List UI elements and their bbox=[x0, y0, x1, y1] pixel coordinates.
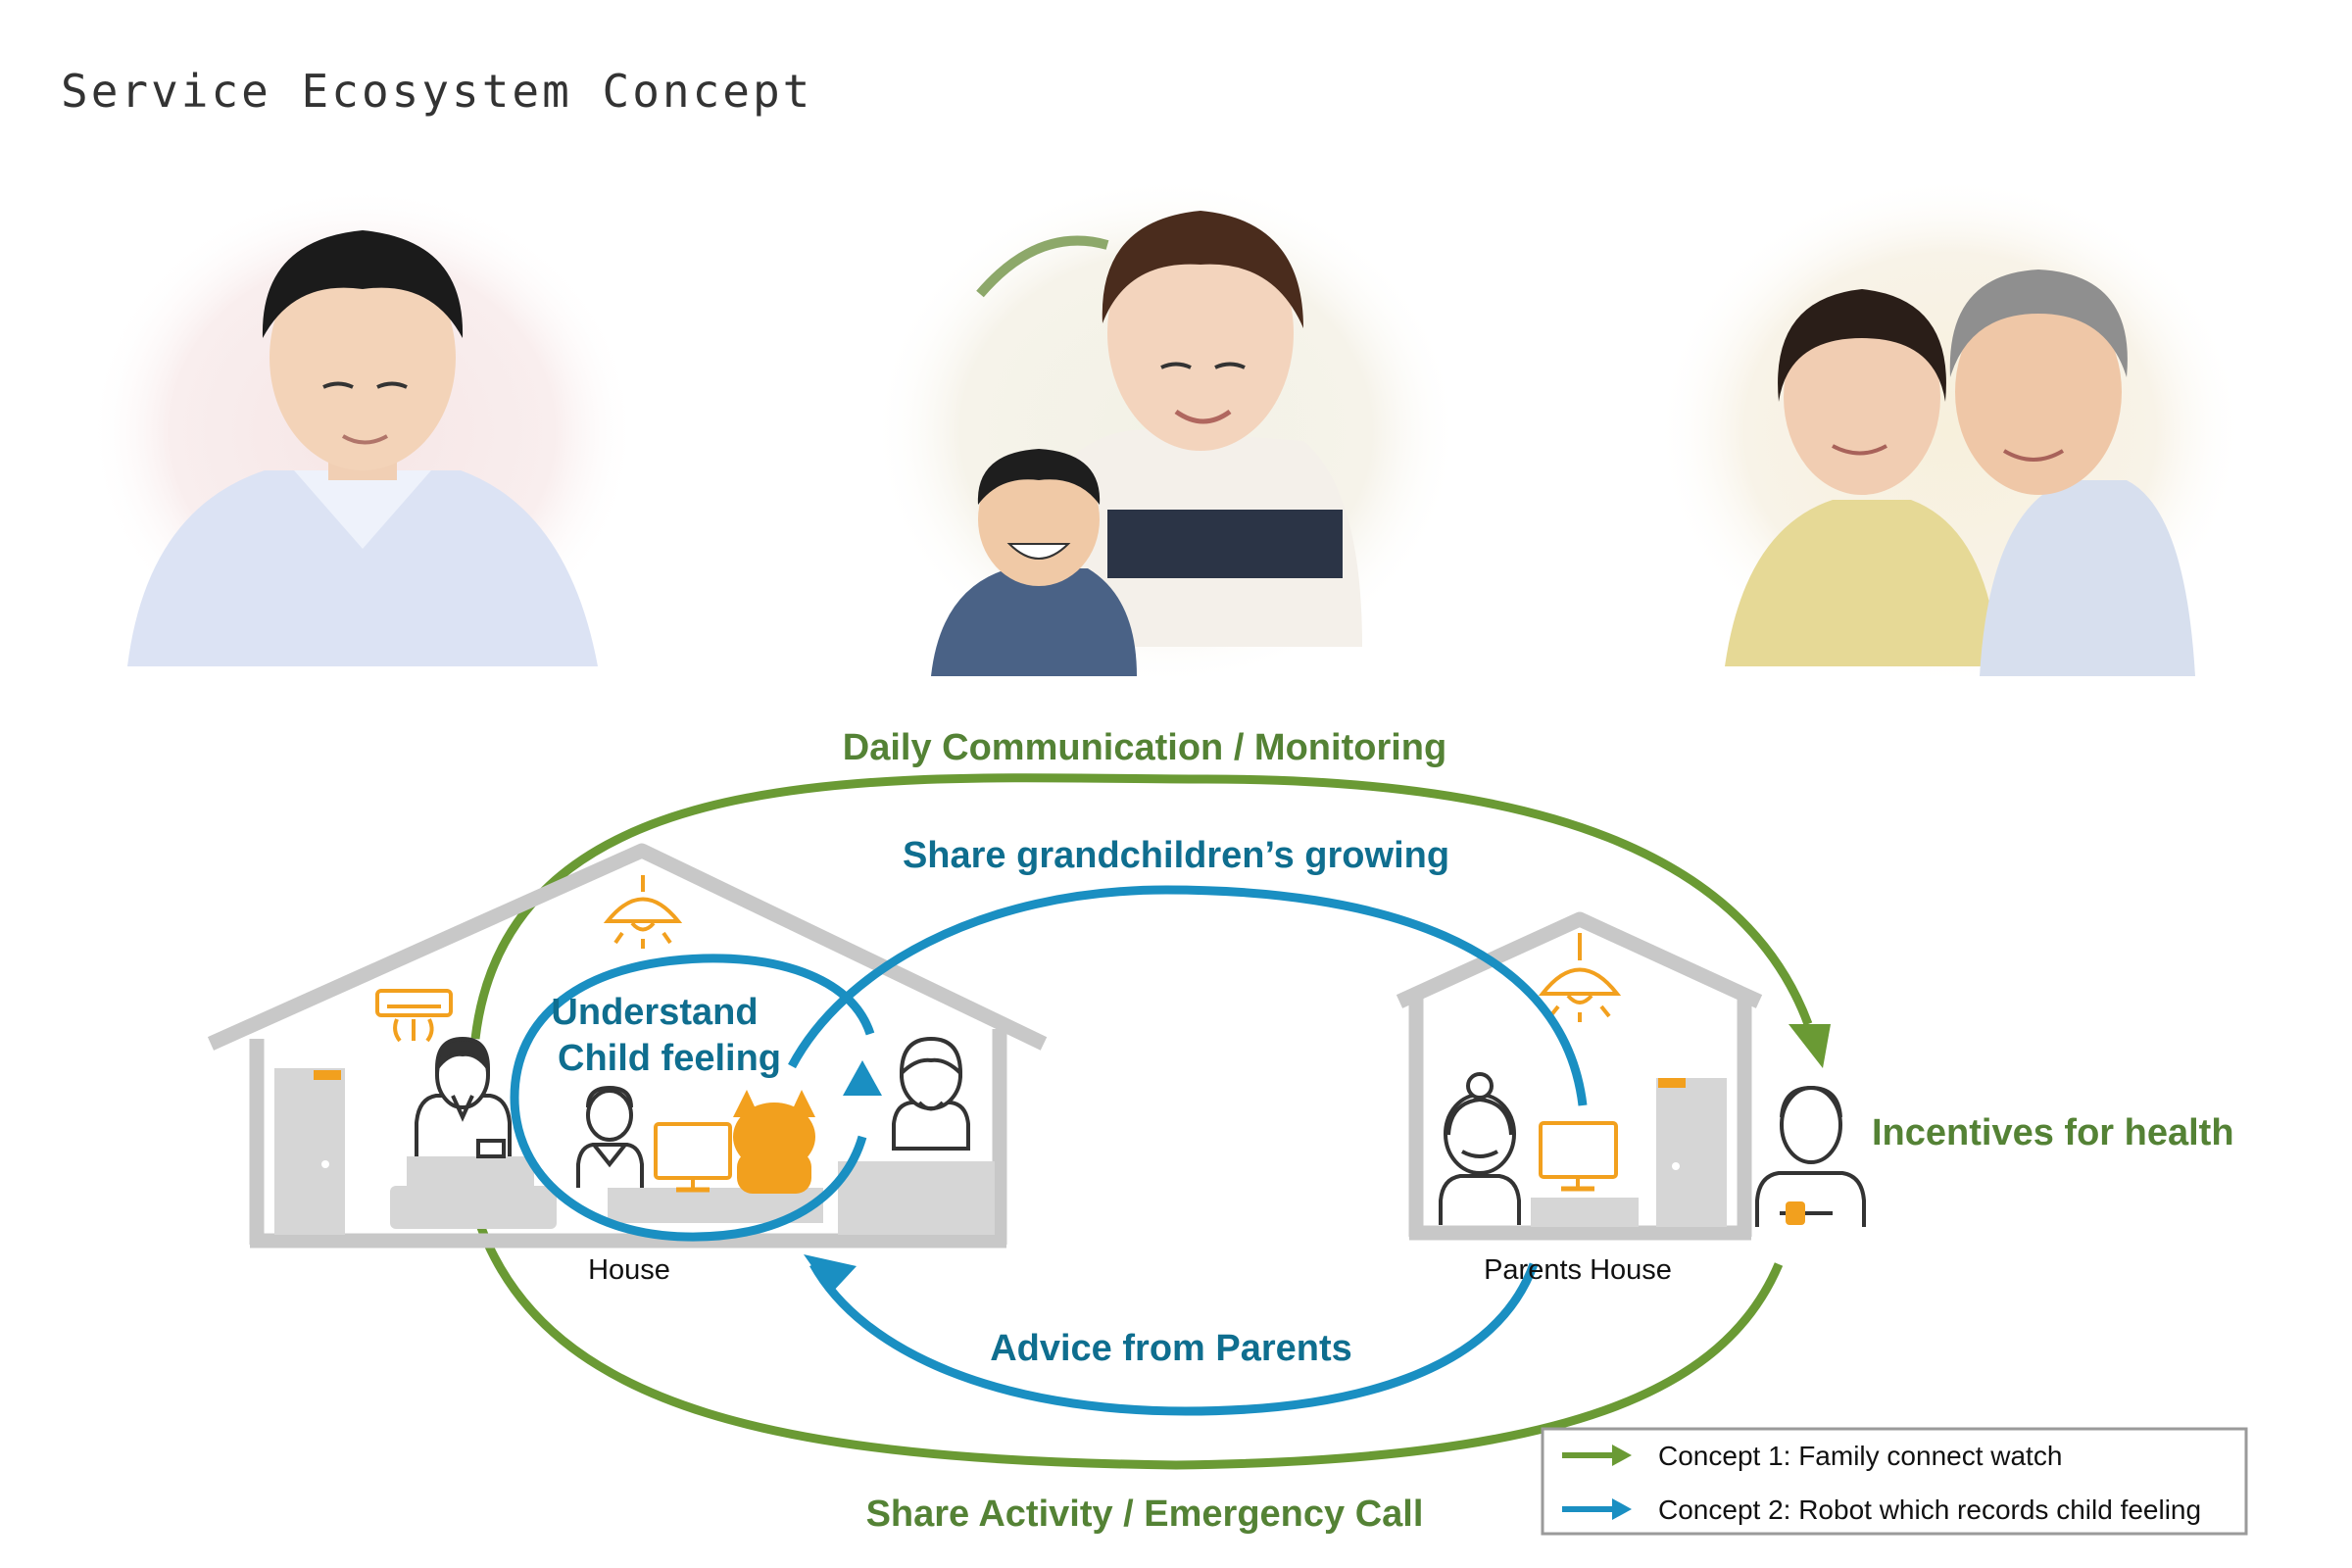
legend-item-concept2: Concept 2: Robot which records child fee… bbox=[1562, 1494, 2201, 1525]
label-house: House bbox=[588, 1254, 670, 1286]
watch-icon bbox=[1786, 1201, 1805, 1225]
concept1-cycle bbox=[470, 773, 1831, 1470]
green-arrow-bottom bbox=[475, 1223, 1784, 1470]
legend: Concept 1: Family connect watch Concept … bbox=[1541, 1427, 2248, 1536]
photo-mother-child bbox=[872, 176, 1460, 686]
label-share-growing: Share grandchildren’s growing bbox=[903, 835, 1449, 876]
label-child-feeling: Child feeling bbox=[558, 1038, 781, 1079]
lamp-right-icon bbox=[1538, 933, 1622, 1022]
label-daily-communication: Daily Communication / Monitoring bbox=[843, 727, 1446, 768]
monitor-right-icon bbox=[1539, 1121, 1618, 1192]
inner-blue-loop bbox=[510, 954, 875, 1242]
right-table bbox=[1531, 1198, 1639, 1227]
photo-father bbox=[88, 186, 637, 676]
mother-icon bbox=[892, 1036, 970, 1151]
left-door bbox=[274, 1068, 345, 1235]
bottom-arrowhead bbox=[804, 1254, 857, 1294]
lamp-left-icon bbox=[603, 875, 683, 949]
concept2-cycle bbox=[510, 885, 1588, 1416]
legend-item-concept1: Concept 1: Family connect watch bbox=[1562, 1441, 2062, 1471]
right-door bbox=[1656, 1078, 1727, 1227]
label-understand: Understand bbox=[551, 992, 758, 1033]
label-parents-house: Parents House bbox=[1484, 1254, 1672, 1286]
green-arrowhead bbox=[1788, 1024, 1831, 1068]
robot-cat-icon bbox=[733, 1090, 815, 1194]
blue-arrow-bottom bbox=[809, 1261, 1539, 1416]
grandfather-icon bbox=[1755, 1085, 1866, 1227]
label-advice-parents: Advice from Parents bbox=[990, 1328, 1352, 1369]
legend-label-concept1: Concept 1: Family connect watch bbox=[1658, 1441, 2062, 1471]
label-share-activity: Share Activity / Emergency Call bbox=[866, 1494, 1424, 1535]
house-left bbox=[207, 843, 1048, 1249]
page-title: Service Ecosystem Concept bbox=[61, 65, 813, 118]
monitor-left-icon bbox=[654, 1122, 732, 1193]
label-incentives-health: Incentives for health bbox=[1872, 1112, 2234, 1153]
child-icon bbox=[576, 1085, 644, 1188]
blue-arrow-top bbox=[788, 885, 1588, 1106]
grandmother-icon bbox=[1439, 1072, 1521, 1225]
air-conditioner-icon bbox=[375, 989, 453, 1043]
house-right bbox=[1396, 911, 1763, 1241]
right-bench bbox=[838, 1161, 995, 1235]
inner-arrowhead bbox=[843, 1060, 882, 1096]
left-desk bbox=[390, 1186, 557, 1229]
green-arrow-top bbox=[470, 773, 1813, 1040]
photo-grandparents bbox=[1656, 176, 2244, 686]
legend-label-concept2: Concept 2: Robot which records child fee… bbox=[1658, 1494, 2201, 1525]
father-icon bbox=[415, 1036, 512, 1158]
